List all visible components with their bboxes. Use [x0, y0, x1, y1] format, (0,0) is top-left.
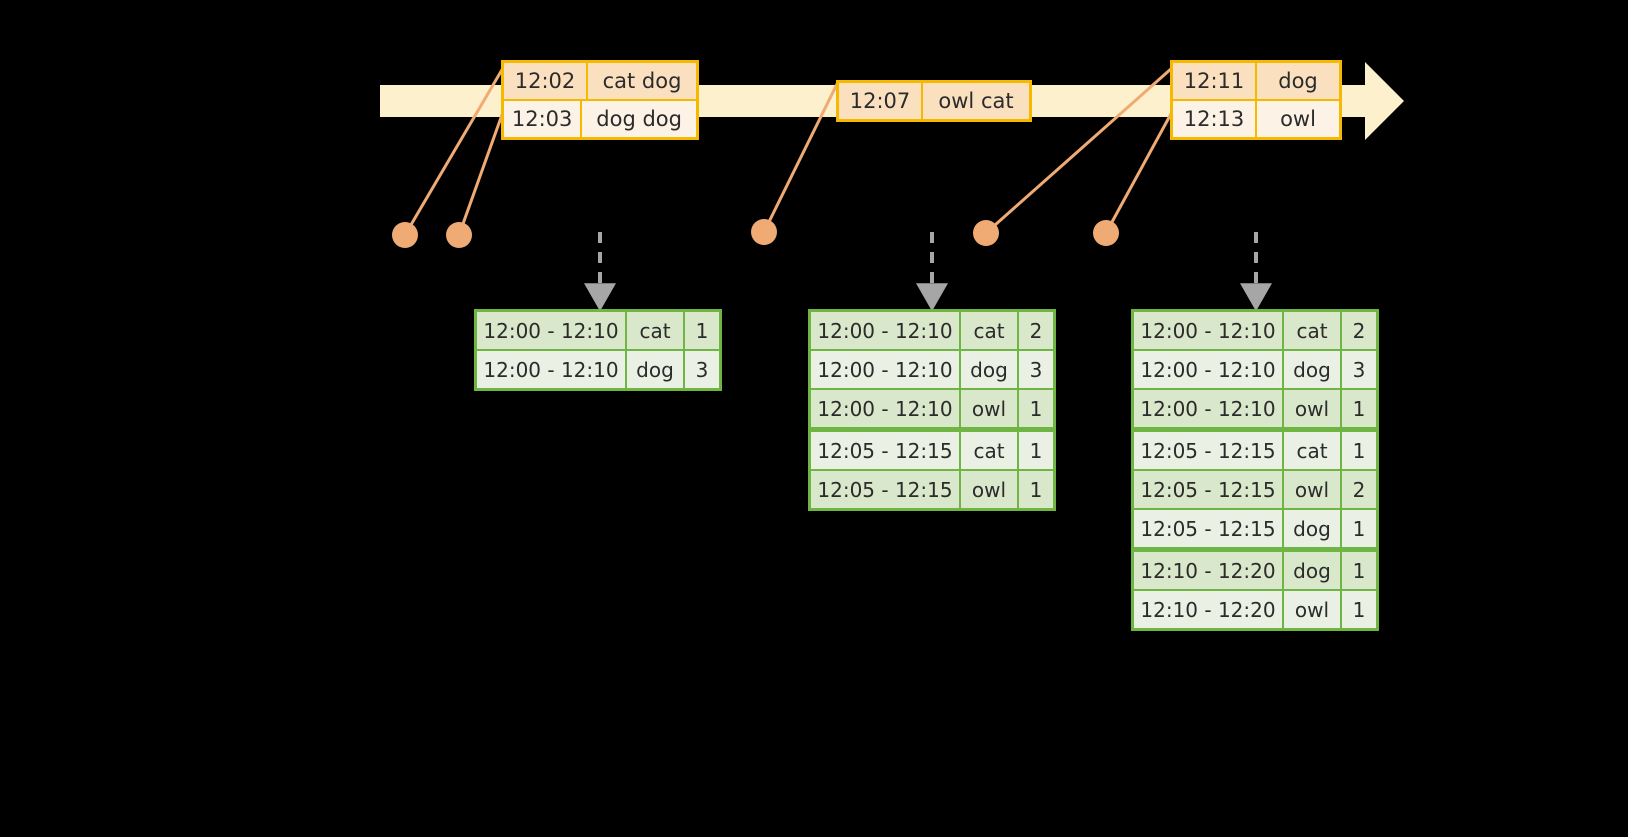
- connector-lines: [403, 66, 1174, 236]
- count-cell: 1: [1342, 432, 1376, 469]
- connector-dots: [392, 219, 1119, 248]
- table-row: 12:00 - 12:10 owl 1: [1134, 390, 1376, 427]
- word-cell: cat: [1284, 312, 1340, 349]
- table-row: 12:00 - 12:10 dog 3: [1134, 351, 1376, 388]
- result-table-3: 12:00 - 12:10 cat 2 12:00 - 12:10 dog 3 …: [1131, 309, 1379, 631]
- window-cell: 12:00 - 12:10: [1134, 390, 1282, 427]
- connector-dot-3: [751, 219, 777, 245]
- count-cell: 1: [685, 312, 719, 349]
- event-row: 12:13 owl: [1173, 99, 1339, 137]
- window-cell: 12:05 - 12:15: [1134, 432, 1282, 469]
- table-row: 12:00 - 12:10 owl 1: [811, 390, 1053, 427]
- window-cell: 12:05 - 12:15: [811, 432, 959, 469]
- count-cell: 1: [1019, 432, 1053, 469]
- event-words: owl cat: [923, 83, 1029, 119]
- window-cell: 12:10 - 12:20: [1134, 591, 1282, 628]
- table-row: 12:00 - 12:10 dog 3: [477, 351, 719, 388]
- count-cell: 2: [1342, 471, 1376, 508]
- window-cell: 12:05 - 12:15: [811, 471, 959, 508]
- connector-line-3: [762, 81, 840, 233]
- event-row: 12:11 dog: [1173, 63, 1339, 99]
- event-box-2: 12:07 owl cat: [836, 80, 1032, 122]
- table-row: 12:00 - 12:10 cat 2: [811, 312, 1053, 349]
- event-time: 12:07: [839, 83, 923, 119]
- event-row: 12:02 cat dog: [504, 63, 696, 99]
- count-cell: 3: [1342, 351, 1376, 388]
- event-words: dog dog: [582, 101, 696, 137]
- table-row: 12:00 - 12:10 dog 3: [811, 351, 1053, 388]
- connector-dot-1: [392, 222, 418, 248]
- count-cell: 2: [1019, 312, 1053, 349]
- table-row: 12:10 - 12:20 owl 1: [1134, 591, 1376, 628]
- table-row: 12:05 - 12:15 cat 1: [1134, 432, 1376, 469]
- word-cell: owl: [961, 390, 1017, 427]
- word-cell: dog: [1284, 351, 1340, 388]
- connector-dot-5: [1093, 220, 1119, 246]
- connector-line-5: [1104, 111, 1174, 234]
- event-box-3: 12:11 dog 12:13 owl: [1170, 60, 1342, 140]
- window-cell: 12:00 - 12:10: [1134, 312, 1282, 349]
- table-row: 12:05 - 12:15 dog 1: [1134, 510, 1376, 547]
- count-cell: 3: [685, 351, 719, 388]
- connector-line-4: [985, 66, 1173, 235]
- word-cell: owl: [1284, 390, 1340, 427]
- word-cell: dog: [627, 351, 683, 388]
- window-cell: 12:00 - 12:10: [811, 312, 959, 349]
- down-arrows: [584, 232, 1272, 312]
- event-row: 12:07 owl cat: [839, 83, 1029, 119]
- event-words: cat dog: [588, 63, 696, 99]
- event-words: owl: [1257, 101, 1339, 137]
- event-time: 12:13: [1173, 101, 1257, 137]
- event-time: 12:02: [504, 63, 588, 99]
- window-cell: 12:00 - 12:10: [811, 351, 959, 388]
- count-cell: 2: [1342, 312, 1376, 349]
- table-row: 12:10 - 12:20 dog 1: [1134, 552, 1376, 589]
- event-time: 12:03: [504, 101, 583, 137]
- table-row: 12:05 - 12:15 cat 1: [811, 432, 1053, 469]
- word-cell: owl: [1284, 591, 1340, 628]
- result-table-2: 12:00 - 12:10 cat 2 12:00 - 12:10 dog 3 …: [808, 309, 1056, 511]
- window-cell: 12:00 - 12:10: [477, 312, 625, 349]
- event-row: 12:03 dog dog: [504, 99, 696, 137]
- count-cell: 1: [1342, 552, 1376, 589]
- window-cell: 12:05 - 12:15: [1134, 471, 1282, 508]
- count-cell: 1: [1019, 390, 1053, 427]
- table-row: 12:00 - 12:10 cat 2: [1134, 312, 1376, 349]
- word-cell: dog: [1284, 552, 1340, 589]
- connector-line-2: [457, 111, 505, 236]
- connector-dot-4: [973, 220, 999, 246]
- event-time: 12:11: [1173, 63, 1257, 99]
- table-row: 12:05 - 12:15 owl 1: [811, 471, 1053, 508]
- table-row: 12:05 - 12:15 owl 2: [1134, 471, 1376, 508]
- count-cell: 1: [1342, 390, 1376, 427]
- count-cell: 1: [1342, 510, 1376, 547]
- word-cell: dog: [1284, 510, 1340, 547]
- count-cell: 3: [1019, 351, 1053, 388]
- window-cell: 12:00 - 12:10: [477, 351, 625, 388]
- word-cell: cat: [1284, 432, 1340, 469]
- connector-line-1: [403, 67, 505, 236]
- word-cell: cat: [627, 312, 683, 349]
- count-cell: 1: [1019, 471, 1053, 508]
- connector-dot-2: [446, 222, 472, 248]
- word-cell: owl: [961, 471, 1017, 508]
- event-box-1: 12:02 cat dog 12:03 dog dog: [501, 60, 699, 140]
- result-table-1: 12:00 - 12:10 cat 1 12:00 - 12:10 dog 3: [474, 309, 722, 391]
- window-cell: 12:05 - 12:15: [1134, 510, 1282, 547]
- count-cell: 1: [1342, 591, 1376, 628]
- word-cell: cat: [961, 312, 1017, 349]
- table-row: 12:00 - 12:10 cat 1: [477, 312, 719, 349]
- window-cell: 12:00 - 12:10: [1134, 351, 1282, 388]
- window-cell: 12:10 - 12:20: [1134, 552, 1282, 589]
- word-cell: cat: [961, 432, 1017, 469]
- event-words: dog: [1257, 63, 1339, 99]
- window-cell: 12:00 - 12:10: [811, 390, 959, 427]
- word-cell: owl: [1284, 471, 1340, 508]
- word-cell: dog: [961, 351, 1017, 388]
